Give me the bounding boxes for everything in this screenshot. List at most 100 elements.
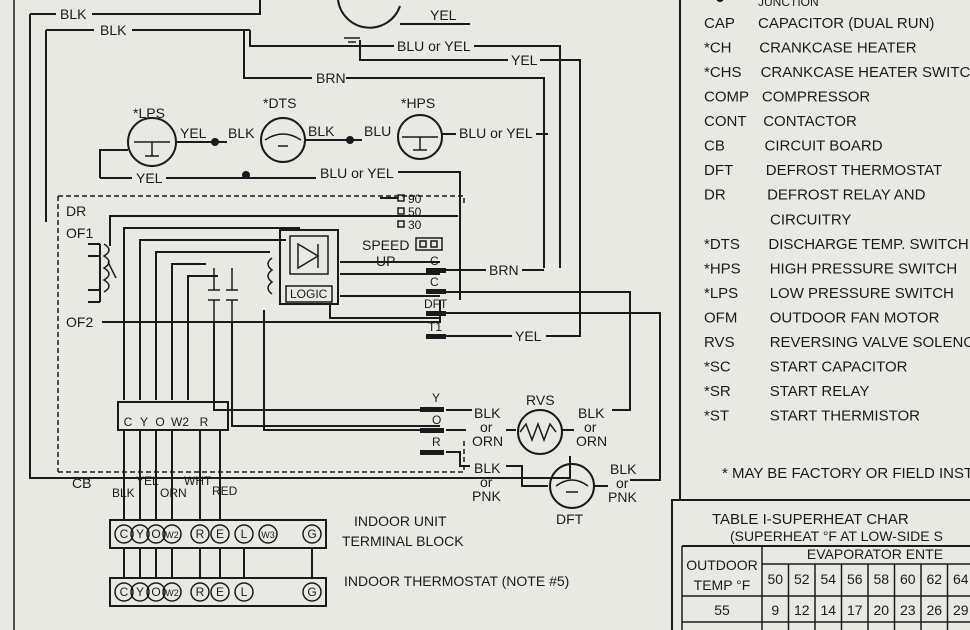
table-row-header-1: OUTDOOR — [686, 557, 758, 573]
low-voltage-drops — [123, 430, 221, 520]
triac-symbol — [297, 242, 320, 270]
indoor-unit-terminal-circle-0 — [114, 524, 134, 544]
pressure-switch-row: *LPS YEL BLK *DTS BLK BLU *HPS BLU or YE… — [99, 95, 548, 300]
rvs-right-label-2: or — [584, 419, 597, 435]
logic-module — [279, 229, 339, 305]
c2-to-rvs-wire — [446, 291, 631, 411]
speed-90-label: 90 — [408, 192, 422, 206]
junction-dot-3 — [242, 171, 250, 179]
speed-90-pin — [397, 194, 405, 202]
lps-label: *LPS — [133, 105, 165, 121]
pin-c1-label: C — [430, 254, 439, 268]
brn-top-label: BRN — [316, 70, 346, 86]
indoor-unit-terminal-1: Y — [136, 527, 144, 541]
legend-junction-dot — [716, 0, 724, 2]
speed-up-pin-1 — [419, 240, 427, 248]
indoor-unit-terminal-8: G — [307, 527, 316, 541]
indoor-unit-terminal-2: O — [151, 527, 160, 541]
speed-50-pin — [397, 207, 405, 215]
blu-or-yel-2-wire — [398, 171, 461, 300]
speed-30-pin — [397, 220, 405, 228]
rvs-right-label-3: ORN — [576, 433, 607, 449]
indoor-thermostat-terminal-2: O — [151, 585, 160, 599]
triac-box — [289, 235, 329, 275]
of-contacts — [88, 243, 100, 303]
dft-in-wire — [506, 465, 548, 487]
dft-right-label-2: or — [616, 475, 629, 491]
indoor-thermostat-terminal-6: L — [241, 585, 248, 599]
dts-blk-label: BLK — [308, 123, 335, 139]
table-col-header-4: 58 — [873, 571, 889, 587]
table-col-header-1: 52 — [794, 571, 810, 587]
board-wire-o — [231, 322, 440, 427]
table-subtitle: (SUPERHEAT °F AT LOW-SIDE S — [730, 528, 943, 544]
hps-blu-or-yel-label: BLU or YEL — [459, 125, 533, 141]
indoor-thermostat-block — [109, 577, 327, 607]
indoor-thermostat-terminal-circle-7 — [302, 582, 322, 602]
legend-desc-4: CONTACTOR — [763, 113, 857, 130]
wht-low-label: WHT — [184, 474, 212, 488]
yel-right-label: YEL — [511, 52, 538, 68]
superheat-table: TABLE I-SUPERHEAT CHAR (SUPERHEAT °F AT … — [671, 499, 970, 630]
hps-label: *HPS — [401, 95, 435, 111]
logic-coil — [267, 257, 274, 295]
cb-terminal-3: W2 — [171, 415, 189, 429]
table-cell-0-2: 14 — [820, 602, 836, 618]
dft-left-label-2: or — [480, 474, 493, 490]
speed-up-label-1: SPEED — [362, 237, 409, 253]
indoor-thermostat-terminal-circle-4 — [190, 582, 210, 602]
dr-label: DR — [66, 203, 86, 219]
red-low-label: RED — [212, 484, 238, 498]
orn-low-label: ORN — [160, 486, 187, 500]
brn-top-wire — [243, 30, 545, 268]
rvs-dft-section: BLK or ORN RVS BLK or ORN BLK or PNK DFT… — [446, 392, 637, 527]
pin-r-label: R — [432, 435, 441, 449]
legend-desc-11: OUTDOOR FAN MOTOR — [770, 310, 940, 327]
table-cell-0-3: 17 — [847, 602, 863, 618]
blu-or-yel-1-wire — [249, 30, 561, 268]
legend-code-12: RVS — [704, 334, 735, 351]
pin-o — [420, 428, 444, 433]
indoor-unit-terminal-3: W2 — [165, 530, 179, 540]
junction-dot-1 — [211, 138, 219, 146]
speed-50-label: 50 — [408, 205, 422, 219]
dr-dashed-outline — [58, 195, 465, 206]
legend-desc-14: START RELAY — [770, 383, 870, 400]
indoor-unit-terminal-circle-2 — [146, 524, 166, 544]
indoor-thermostat-terminal-3: W2 — [165, 588, 179, 598]
legend-desc-10: LOW PRESSURE SWITCH — [770, 285, 954, 302]
dft-right-label-1: BLK — [610, 461, 637, 477]
speed-up-pin-2 — [430, 240, 438, 248]
left-rail-wire — [29, 14, 571, 479]
speed-up-jumper — [415, 237, 443, 251]
blu-or-yel-2-label: BLU or YEL — [320, 165, 394, 181]
logic-label-box — [285, 285, 333, 303]
table-col-header-3: 56 — [847, 571, 863, 587]
yel-t1-wire — [446, 310, 581, 337]
legend-desc-8: DISCHARGE TEMP. SWITCH — [768, 236, 968, 253]
legend-code-13: *SC — [704, 359, 731, 376]
table-cell-0-4: 20 — [873, 602, 889, 618]
indoor-thermostat-terminal-circle-3 — [162, 582, 182, 602]
indoor-thermostat-label: INDOOR THERMOSTAT (NOTE #5) — [344, 573, 569, 589]
cb-terminal-4: R — [200, 415, 209, 429]
dft-pin-wire — [446, 312, 661, 481]
logic-outputs — [340, 261, 440, 297]
yel-low-label: YEL — [136, 474, 159, 488]
board-wire-3 — [139, 239, 286, 400]
indoor-thermostat-terminal-circle-0 — [114, 582, 134, 602]
indoor-thermostat-terminal-circle-2 — [146, 582, 166, 602]
dft-left-label-3: PNK — [472, 488, 501, 504]
pin-c2 — [426, 289, 446, 294]
r-out-wire — [446, 451, 470, 467]
table-cell-0-5: 23 — [900, 602, 916, 618]
legend-code-4: CONT — [704, 113, 747, 130]
legend-code-15: *ST — [704, 408, 729, 425]
board-wire-1 — [109, 215, 458, 246]
logic-label: LOGIC — [290, 287, 328, 301]
table-row-header-2: TEMP °F — [694, 577, 751, 593]
dft-left-label-1: BLK — [474, 460, 501, 476]
indoor-thermostat-terminal-circle-6 — [234, 582, 254, 602]
